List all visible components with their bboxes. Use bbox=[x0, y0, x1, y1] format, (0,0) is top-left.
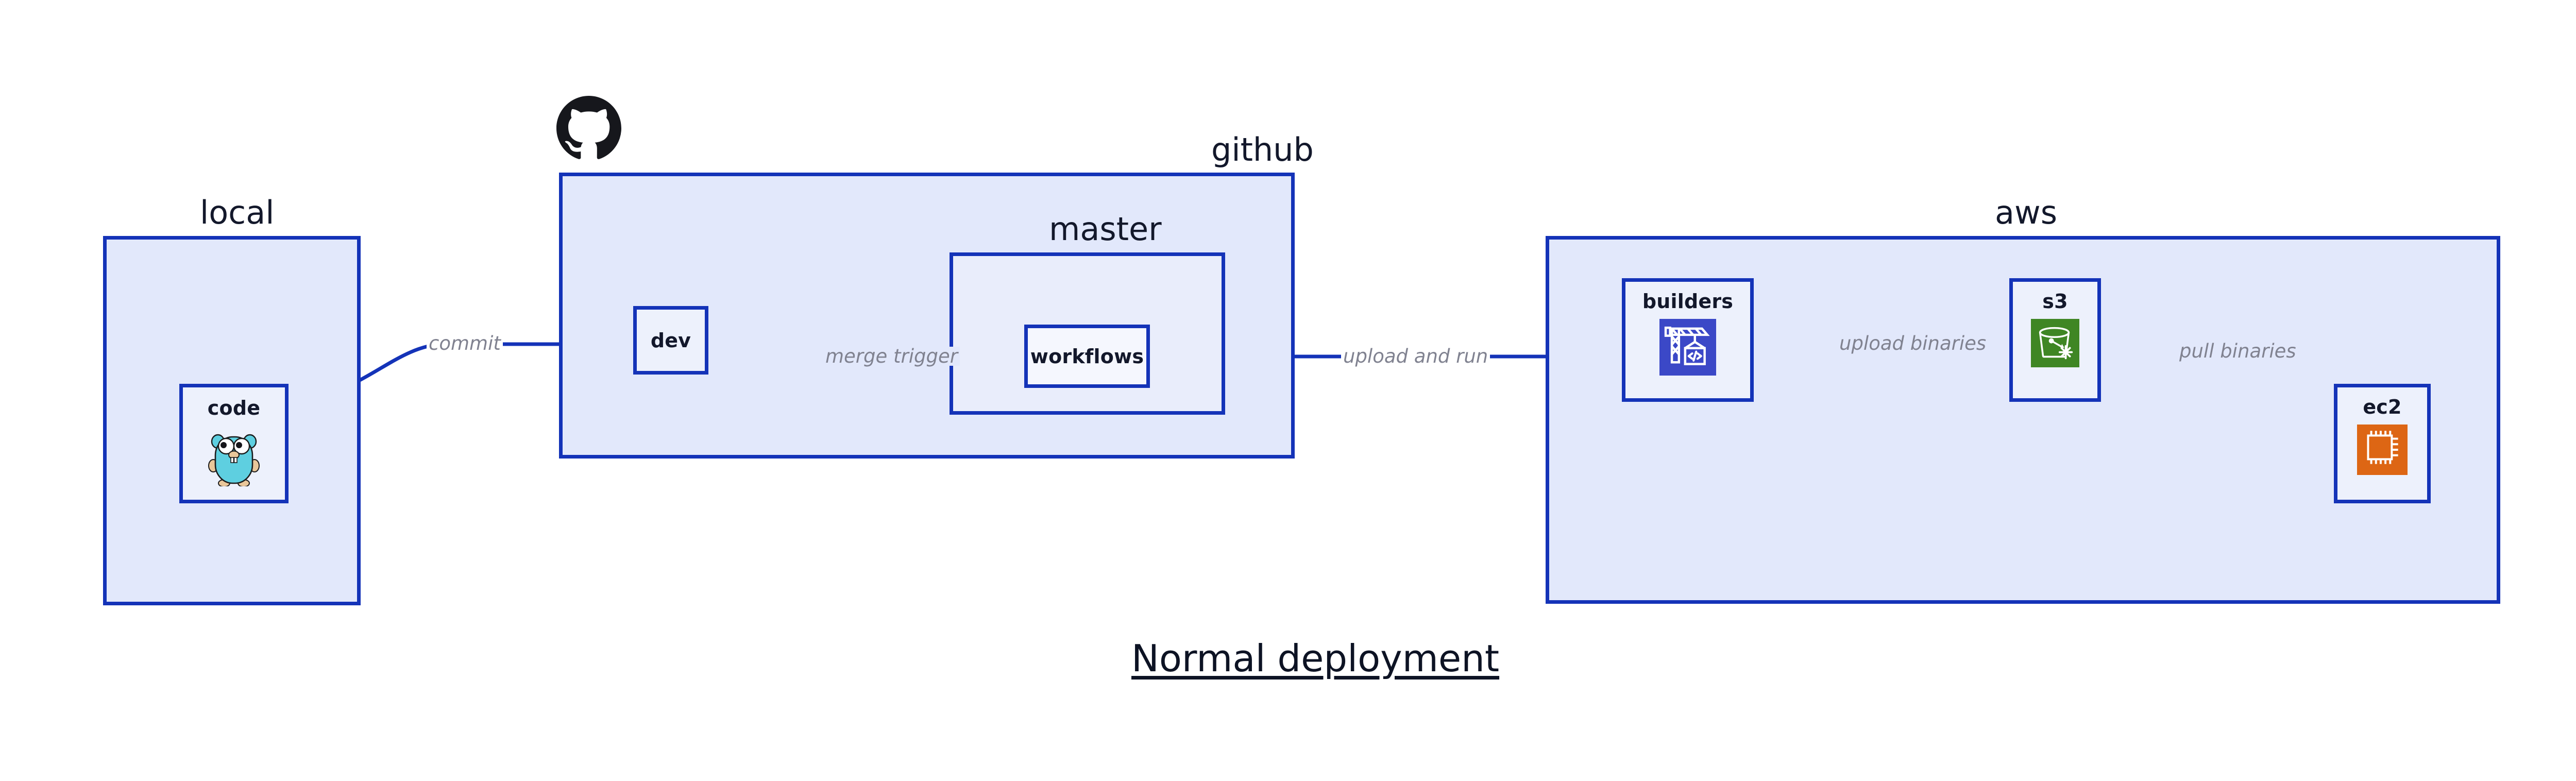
node-s3-label: s3 bbox=[2042, 290, 2068, 313]
node-ec2[interactable]: ec2 bbox=[2334, 384, 2431, 503]
group-github-label: github bbox=[1211, 131, 1314, 168]
go-gopher-icon bbox=[207, 427, 261, 486]
group-master-label: master bbox=[1049, 210, 1162, 248]
node-code[interactable]: code bbox=[179, 384, 289, 503]
edge-label-upload-and-run: upload and run bbox=[1341, 347, 1490, 366]
github-octocat-logo bbox=[556, 96, 621, 161]
node-ec2-label: ec2 bbox=[2363, 396, 2402, 418]
edge-label-merge-trigger: merge trigger bbox=[823, 347, 960, 366]
node-dev[interactable]: dev bbox=[633, 306, 708, 375]
group-aws-label: aws bbox=[1995, 194, 2058, 231]
node-builders[interactable]: builders bbox=[1622, 278, 1754, 402]
aws-ec2-chip-icon bbox=[2357, 425, 2408, 475]
node-workflows-label: workflows bbox=[1030, 345, 1144, 368]
node-code-label: code bbox=[207, 397, 261, 419]
node-s3[interactable]: s3 bbox=[2009, 278, 2101, 402]
node-workflows[interactable]: workflows bbox=[1024, 325, 1150, 388]
group-local-label: local bbox=[200, 194, 275, 231]
node-builders-label: builders bbox=[1642, 290, 1734, 313]
aws-s3-glacier-icon bbox=[2031, 319, 2079, 367]
edge-label-upload-binaries: upload binaries bbox=[1837, 334, 1989, 353]
aws-codebuild-icon bbox=[1659, 319, 1716, 376]
edge-label-commit: commit bbox=[427, 334, 503, 353]
page-title: Normal deployment bbox=[1131, 637, 1500, 680]
edge-label-pull-binaries: pull binaries bbox=[2177, 342, 2298, 361]
node-dev-label: dev bbox=[650, 329, 691, 352]
